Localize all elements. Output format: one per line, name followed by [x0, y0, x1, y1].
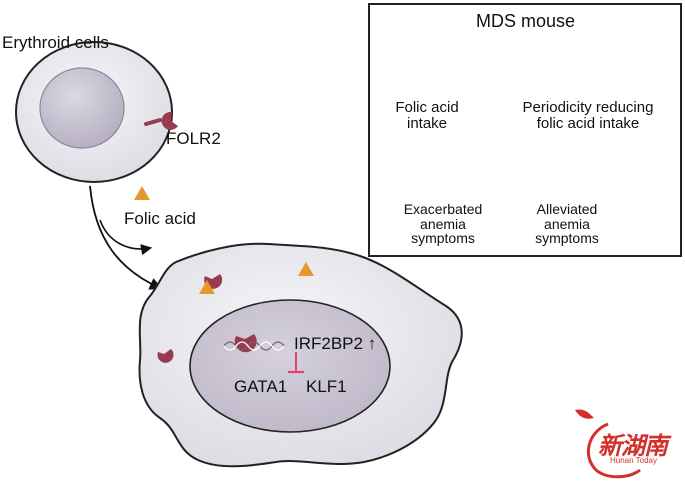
inhibition-icon	[288, 352, 304, 374]
right-branch-label: Periodicity reducing folic acid intake	[522, 99, 654, 132]
klf1-label: KLF1	[306, 377, 347, 396]
folic-acid-triangle-icon	[134, 186, 150, 200]
erythroid-cell	[15, 41, 173, 183]
macrophage-nucleus	[189, 299, 391, 433]
watermark-chinese: 新湖南	[598, 431, 668, 460]
mds-mouse-title: MDS mouse	[476, 11, 576, 31]
cytoplasm-particles	[157, 262, 314, 363]
mds-mouse-panel	[368, 3, 682, 257]
folr2-receptor-icon	[144, 111, 178, 130]
watermark-logo-icon	[575, 409, 641, 479]
erythroid-cells-label: Erythroid cells	[2, 33, 109, 52]
watermark-english: Hunan Today	[610, 456, 657, 465]
dna-helix-icon	[223, 341, 285, 351]
folr2-label: FOLR2	[166, 129, 221, 148]
macrophage-cell	[138, 242, 463, 468]
folic-acid-triangle-icon	[199, 280, 215, 294]
right-outcome-label: Alleviated anemia symptoms	[535, 201, 599, 247]
irf2bp2-label: IRF2BP2 ↑	[294, 334, 377, 353]
uptake-arrows	[89, 185, 163, 290]
gata1-label: GATA1	[234, 377, 288, 396]
folic-acid-label: Folic acid	[124, 209, 196, 228]
left-outcome-label: Exacerbated anemia symptoms	[403, 201, 483, 247]
left-branch-label: Folic acid intake	[395, 99, 459, 132]
erythroid-nucleus	[39, 67, 125, 149]
folic-acid-triangle-icon	[298, 262, 314, 276]
